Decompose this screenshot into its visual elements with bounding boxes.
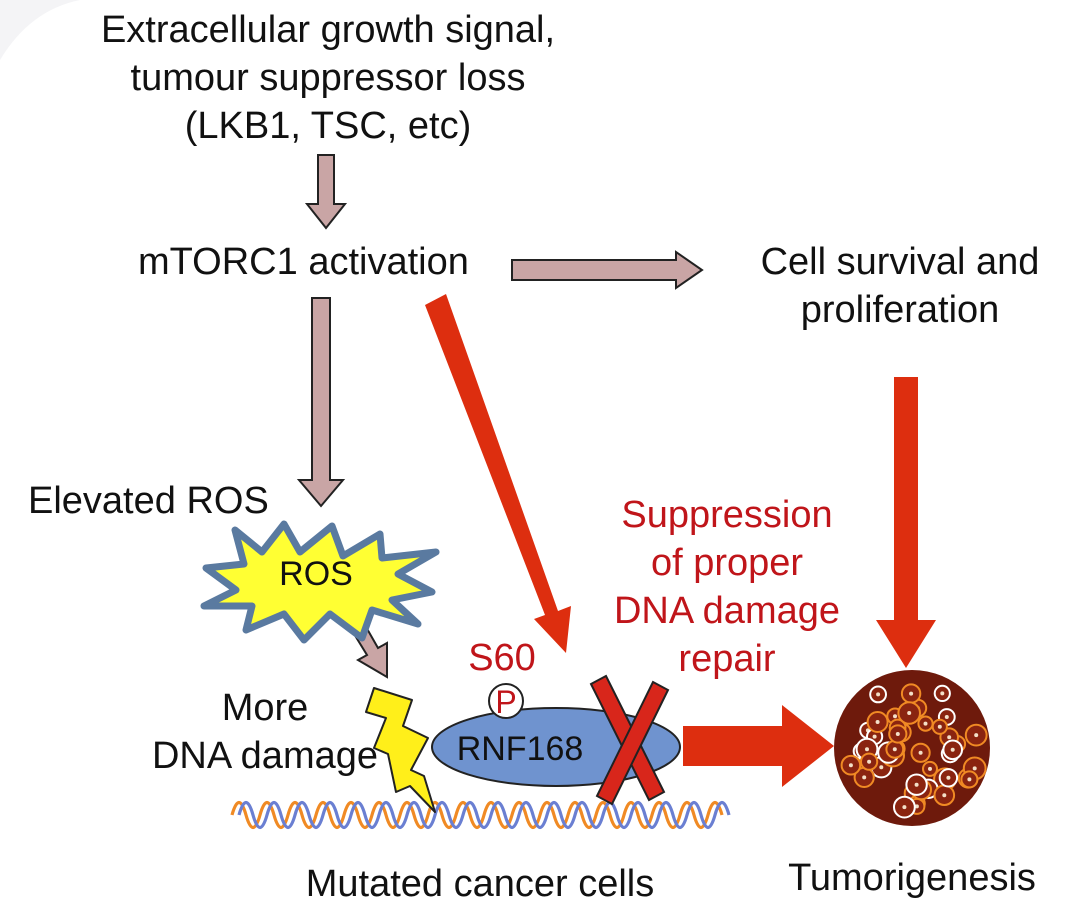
more-damage-line-1: More — [222, 687, 309, 729]
top-signal-line-1: Extracellular growth signal, — [101, 9, 555, 51]
tumor-cell-nucleus — [895, 732, 900, 736]
survival-line-1: Cell survival and — [761, 241, 1040, 283]
tumor-cell-nucleus — [893, 714, 897, 719]
tumor-cell-nucleus — [879, 765, 884, 770]
tumor-cell-nucleus — [848, 763, 853, 768]
mtorc1-activation-label: mTORC1 activation — [138, 241, 469, 283]
tumor-cell-nucleus — [875, 720, 880, 724]
tumor-cell-nucleus — [974, 733, 979, 738]
dna-strand-orange — [230, 800, 724, 830]
tumorigenesis-label: Tumorigenesis — [788, 857, 1036, 899]
tumor-cell-nucleus — [862, 775, 867, 780]
tumor-cell-cluster — [834, 670, 990, 826]
phospho-label: P — [495, 684, 516, 720]
s60-site-label: S60 — [468, 637, 536, 679]
tumor-cell-nucleus — [928, 766, 932, 771]
suppression-line-1: Suppression — [621, 494, 832, 536]
arrow-mtorc1-to-rnf168 — [425, 294, 571, 653]
top-signal-line-3: (LKB1, TSC, etc) — [185, 105, 472, 147]
inhibition-cross-icon — [589, 674, 670, 806]
tumor-cell-nucleus — [918, 750, 923, 755]
ros-burst-shape — [200, 520, 440, 644]
arrow-signal-to-mtorc1 — [304, 154, 348, 230]
background-arc — [0, 0, 80, 60]
arrow-rnf168-to-tumor — [683, 705, 834, 787]
tumor-cell-nucleus — [944, 715, 949, 719]
dna-strand-blue — [237, 800, 731, 830]
tumor-cell-nucleus — [946, 775, 951, 780]
mutated-cancer-cells-label: Mutated cancer cells — [306, 863, 655, 905]
more-damage-label: More DNA damage — [152, 687, 378, 777]
tumor-cell-nucleus — [892, 747, 897, 752]
tumor-cell-nucleus — [947, 735, 952, 740]
tumor-cell-nucleus — [907, 711, 912, 715]
survival-label: Cell survival and proliferation — [761, 241, 1040, 331]
dna-helix — [230, 800, 731, 830]
ros-burst: ROS — [200, 520, 440, 644]
survival-line-2: proliferation — [801, 289, 1000, 331]
tumor-cell-nucleus — [942, 793, 947, 798]
tumor-cell-nucleus — [950, 747, 955, 752]
suppression-line-3: DNA damage — [614, 590, 840, 632]
phospho-circle — [488, 683, 524, 719]
tumor-cell-nucleus — [865, 747, 869, 752]
top-signal-line-2: tumour suppressor loss — [131, 57, 526, 99]
suppression-line-2: of proper — [651, 542, 803, 584]
arrow-mtorc1-to-ros — [296, 297, 346, 508]
suppression-label: Suppression of proper DNA damage repair — [614, 494, 840, 680]
tumor-cell-nucleus — [902, 805, 907, 810]
lightning-bolt-icon — [365, 687, 436, 813]
top-signal-label: Extracellular growth signal, tumour supp… — [101, 9, 555, 147]
tumor-cell-nucleus — [876, 692, 881, 697]
tumor-cell-nucleus — [909, 691, 914, 696]
tumor-cell-nucleus — [972, 766, 977, 771]
tumor-cell-nucleus — [937, 724, 942, 729]
tumor-cell-nucleus — [872, 734, 877, 739]
tumor-cell-nucleus — [914, 782, 919, 787]
rnf168-label: RNF168 — [457, 730, 584, 768]
suppression-line-4: repair — [678, 638, 775, 680]
tumor-cell-nucleus — [914, 804, 919, 809]
more-damage-line-2: DNA damage — [152, 735, 378, 777]
tumor-cell-nucleus — [940, 691, 945, 696]
arrow-survival-to-tumor — [876, 377, 936, 668]
arrow-mtorc1-to-survival — [511, 250, 704, 290]
tumor-cell-nucleus — [967, 777, 972, 782]
tumor-cell-nucleus — [923, 721, 928, 726]
ros-burst-label: ROS — [279, 555, 353, 593]
tumor-cell-nucleus — [867, 759, 872, 764]
elevated-ros-label: Elevated ROS — [28, 480, 269, 522]
